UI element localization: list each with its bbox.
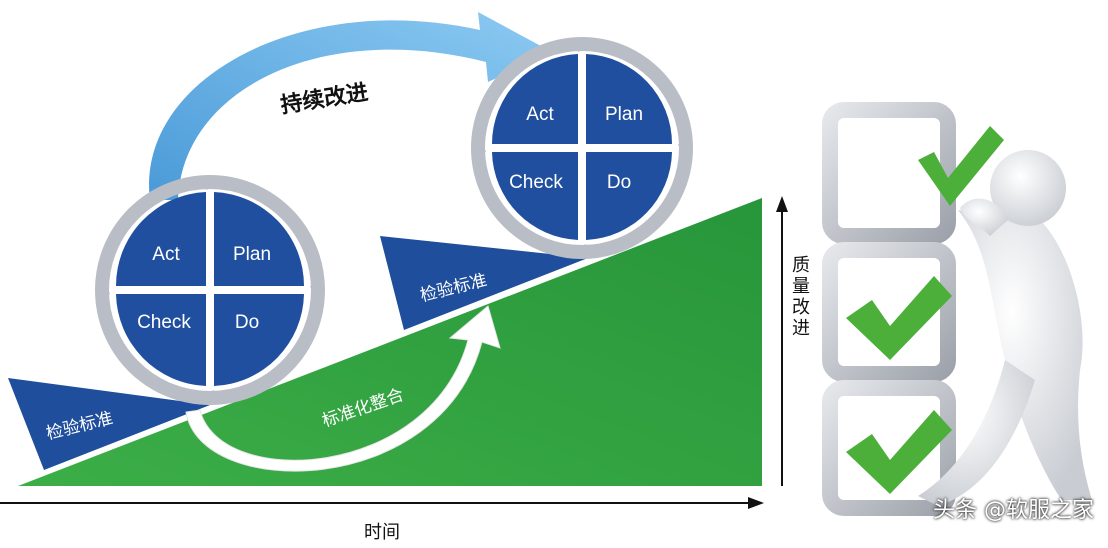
pdca-lower-do: Do: [234, 312, 260, 333]
3d-figure: [918, 126, 1092, 506]
checkmark-top-held: [918, 126, 1004, 206]
checkbox-stack: [822, 102, 956, 516]
integrate-arrow: [185, 305, 501, 472]
pdca-lower-check: Check: [137, 312, 191, 333]
quality-axis-head: [776, 196, 788, 212]
pdca-lower-plan: Plan: [232, 244, 272, 265]
watermark: 头条 @软服之家: [933, 498, 1094, 523]
time-axis-label: 时间: [364, 522, 400, 543]
checkmark-bottom: [846, 410, 952, 494]
checkmark-middle: [846, 276, 952, 360]
pdca-wheel-lower: [95, 175, 325, 405]
quality-slope: [18, 198, 762, 486]
pdca-upper-check: Check: [509, 172, 563, 193]
standard-wedge-lower: [8, 378, 210, 470]
pdca-lower-act: Act: [152, 244, 180, 265]
pdca-upper-do: Do: [606, 172, 632, 193]
standard-wedge-upper: [380, 236, 588, 330]
quality-axis-label: 质量改进: [792, 255, 810, 339]
pdca-upper-act: Act: [526, 104, 554, 125]
time-axis-head: [748, 497, 764, 509]
pdca-upper-plan: Plan: [604, 104, 644, 125]
pdca-wheel-upper: [471, 37, 693, 259]
improve-arrow: [149, 12, 552, 200]
